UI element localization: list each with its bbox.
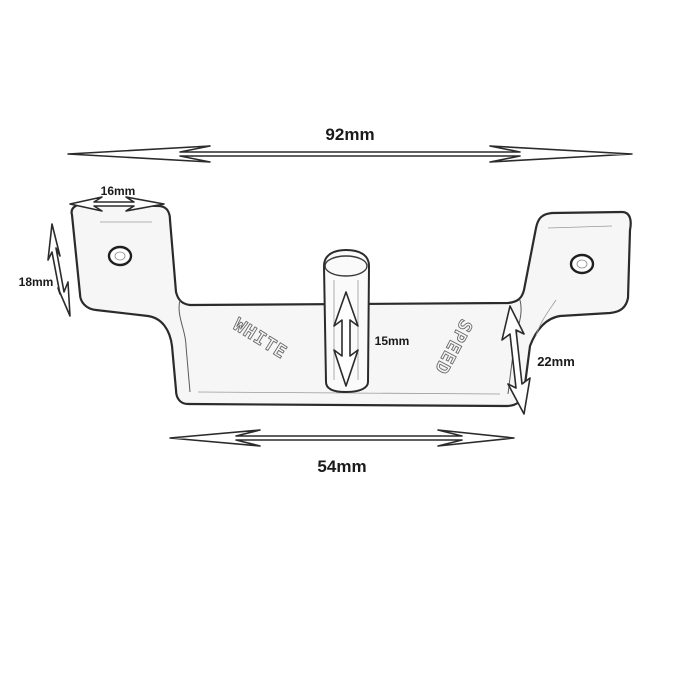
label-tab-width: 16mm [101,184,136,198]
label-overall-width: 92mm [325,125,374,144]
left-mounting-hole [107,245,133,267]
label-pin-height: 15mm [375,334,410,348]
right-mounting-hole [569,253,595,275]
label-bracket-depth: 22mm [537,354,575,369]
label-base-width: 54mm [317,457,366,476]
dimension-arrow-overall-width [67,145,633,163]
dimension-arrow-tab-height [47,223,71,317]
dimension-arrow-pin-height [333,291,359,387]
bracket-bend-left [178,299,191,393]
label-tab-height: 18mm [19,275,54,289]
dimension-arrow-base-width [169,429,515,447]
dimension-arrow-tab-width [69,196,165,212]
dimension-arrow-bracket-depth [501,305,531,415]
